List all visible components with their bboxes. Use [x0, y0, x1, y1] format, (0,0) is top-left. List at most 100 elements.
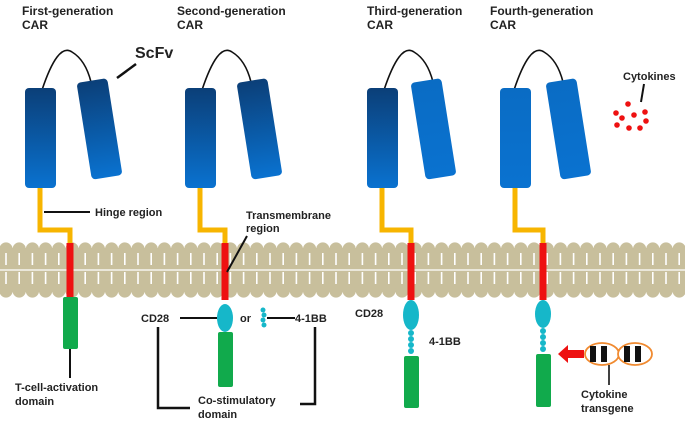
label-4-1bb-third: 4-1BB — [429, 336, 461, 348]
lipid-tail-gap — [163, 272, 166, 284]
lipid-tail-gap — [97, 272, 100, 284]
label-transgene-line1: Cytokine — [581, 389, 627, 401]
lipid-head — [421, 284, 435, 298]
lipid-head — [448, 242, 462, 256]
label-transmembrane-line1: Transmembrane — [246, 210, 331, 222]
lipid-head — [580, 242, 594, 256]
lipid-head — [553, 242, 568, 256]
lipid-tail-gap — [454, 272, 456, 284]
label-tcell-activation-line2: domain — [15, 396, 54, 408]
lipid-tail-gap — [546, 272, 548, 284]
lipid-head — [39, 242, 53, 256]
lipid-head — [25, 284, 39, 298]
lipid-head — [395, 284, 409, 298]
lipid-head — [91, 284, 105, 298]
lipid-tail-gap — [652, 253, 654, 265]
lipid-head — [157, 242, 171, 256]
label-costim-line1: Co-stimulatory — [198, 395, 277, 407]
lipid-head — [606, 284, 620, 298]
lipid-head — [461, 242, 475, 256]
lipid-head — [355, 242, 369, 256]
lipid-tail-gap — [361, 253, 364, 265]
lipid-head — [448, 284, 462, 298]
lipid-tail-gap — [638, 253, 641, 265]
lipid-head — [514, 284, 528, 298]
lipid-head — [250, 284, 264, 298]
label-tcell-activation-line1: T-cell-activation — [15, 382, 98, 394]
lipid-tail-gap — [374, 272, 377, 284]
lipid-head — [197, 284, 211, 298]
lipid-tail-gap — [216, 253, 218, 265]
lipid-head — [303, 284, 317, 298]
lipid-tail-gap — [625, 253, 628, 265]
hinge-region — [37, 188, 73, 243]
activation-domain — [218, 332, 233, 387]
lipid-head — [171, 242, 185, 256]
cd28-domain — [217, 304, 233, 332]
lipid-tail-gap — [440, 272, 443, 284]
car-second-generation — [156, 49, 317, 410]
cd28-domain — [403, 300, 419, 330]
lipid-tail-gap — [295, 253, 298, 265]
lipid-head — [527, 284, 541, 298]
label-transmembrane-line2: region — [246, 223, 280, 235]
lipid-tail-gap — [44, 253, 47, 265]
lipid-head — [474, 284, 488, 298]
label-hinge-region: Hinge region — [95, 207, 163, 219]
lipid-tail-gap — [388, 253, 390, 265]
lipid-head — [210, 242, 224, 256]
generation-titles: First-generation CAR Second-generation C… — [22, 4, 593, 32]
lipid-tail-gap — [110, 253, 113, 265]
lipid-tail-gap — [31, 272, 34, 284]
lipid-head — [342, 284, 356, 298]
scfv-linker — [383, 49, 434, 91]
scfv-heavy-chain — [25, 88, 56, 188]
lipid-tail-gap — [520, 253, 522, 265]
lipid-tail-gap — [533, 253, 535, 265]
lipid-head — [659, 242, 673, 256]
lipid-tail-gap — [348, 272, 350, 284]
lipid-head — [316, 242, 330, 256]
lipid-tail-gap — [520, 272, 522, 284]
lipid-tail-gap — [269, 272, 271, 284]
lipid-tail-gap — [282, 272, 284, 284]
lipid-tail-gap — [506, 272, 509, 284]
scfv-light-chain — [411, 78, 456, 180]
lipid-tail-gap — [374, 253, 377, 265]
lipid-tail-gap — [533, 272, 535, 284]
lipid-head — [567, 242, 581, 256]
lipid-tail-gap — [652, 272, 654, 284]
lipid-tail-gap — [480, 272, 482, 284]
lipid-head — [52, 284, 66, 298]
title-fourth-line1: Fourth-generation — [490, 4, 593, 18]
lipid-head — [12, 284, 26, 298]
lipid-head — [646, 242, 660, 256]
lipid-tail-gap — [572, 253, 575, 265]
lipid-head — [303, 242, 317, 256]
label-or: or — [240, 313, 252, 325]
costim-bracket-right — [300, 327, 317, 406]
lipid-head — [184, 284, 198, 298]
lipid-head — [263, 284, 277, 298]
lipid-tail-gap — [335, 253, 337, 265]
lipid-tail-gap — [335, 272, 337, 284]
lipid-head — [593, 242, 607, 256]
lipid-tail-gap — [467, 272, 469, 284]
lipid-tail-gap — [612, 272, 614, 284]
lipid-tail-gap — [124, 253, 126, 265]
lipid-tail-gap — [678, 253, 680, 265]
lipid-tail-gap — [308, 253, 311, 265]
lipid-head — [52, 242, 66, 256]
lipid-tail-gap — [665, 272, 667, 284]
scfv-linker — [201, 49, 252, 91]
lipid-head — [659, 284, 673, 298]
title-third-line2: CAR — [367, 18, 393, 32]
lipid-head — [105, 284, 119, 298]
lipid-head — [514, 242, 528, 256]
lipid-head — [474, 242, 488, 256]
lipid-tail-gap — [282, 253, 284, 265]
lipid-tail-gap — [216, 272, 218, 284]
lipid-head — [0, 284, 13, 298]
lipid-tail-gap — [493, 253, 496, 265]
